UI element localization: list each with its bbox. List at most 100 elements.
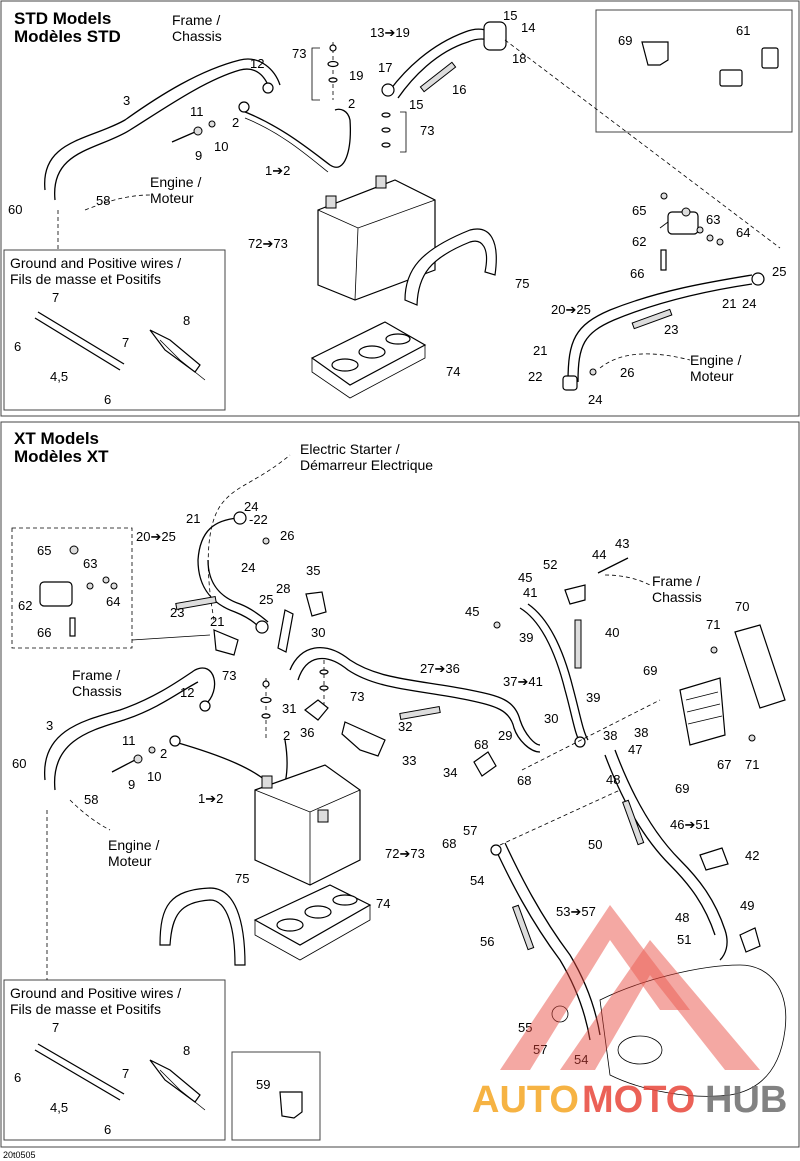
xt-title: XT Models [14, 429, 99, 448]
std-bracket-73a [311, 47, 320, 101]
std-starter-cable-edge [577, 283, 753, 383]
watermark-logo: AUTO MOTO HUB [472, 905, 787, 1121]
std-callouts: 1➔2 2 2 3 9 10 11 12 13➔19 14 15 15 16 1… [8, 8, 786, 407]
xt-callouts: 1➔2 2 2 3 9 10 11 12 20➔25 21 21 -22 23 … [12, 499, 759, 1137]
xt-cable-46-51 [614, 749, 728, 961]
xt-ground-wire-edge [37, 1043, 125, 1095]
callout: 6 [14, 1070, 21, 1085]
std-battery-corner [354, 227, 359, 301]
callout: 3 [123, 93, 130, 108]
xt-washer-10 [133, 754, 143, 764]
callout: 64 [736, 225, 750, 240]
callout: 49 [740, 898, 754, 913]
callout: 64 [106, 594, 120, 609]
std-washer-a [327, 60, 339, 68]
callout: 46➔51 [670, 817, 710, 832]
std-engine-label-fr: Moteur [150, 190, 194, 206]
std-cable-eyelet [262, 82, 274, 94]
callout: 30 [311, 625, 325, 640]
xt-cable-53-57 [494, 847, 591, 1041]
callout: 7 [52, 290, 59, 305]
std-bolt-9 [171, 131, 196, 143]
callout: 73 [350, 689, 364, 704]
xt-cable-eyelet [199, 700, 211, 712]
xt-battery [254, 764, 361, 886]
callout: 51 [677, 932, 691, 947]
callout: 72➔73 [385, 846, 425, 861]
callout: 32 [398, 719, 412, 734]
callout: 2 [160, 746, 167, 761]
callout: 65 [632, 203, 646, 218]
std-solenoid-post [681, 207, 691, 217]
xt-starter-cable-edge [207, 559, 269, 623]
callout: 10 [147, 769, 161, 784]
xt-frame2-label-fr: Chassis [72, 683, 122, 699]
xt-frame-label-fr: Chassis [652, 589, 702, 605]
callout: 70 [735, 599, 749, 614]
xt-nut-64b [110, 582, 118, 590]
std-frame-label-fr: Chassis [172, 28, 222, 44]
xt-washer-11 [148, 746, 156, 754]
callout: 17 [378, 60, 392, 75]
std-tray-hole-c [385, 333, 411, 345]
callout: 71 [706, 617, 720, 632]
std-nut [329, 44, 337, 52]
xt-tray-hole-b [304, 905, 332, 919]
callout: 25 [772, 264, 786, 279]
xt-cable-37-41 [519, 607, 581, 743]
std-tray-hole-b [358, 345, 386, 359]
xt-ground-cable [44, 667, 216, 781]
callout: 7 [122, 335, 129, 350]
xt-fuse-block [679, 677, 726, 746]
xt-cover-33 [341, 721, 386, 757]
std-battery-terminal-neg [325, 195, 337, 209]
callout: 33 [402, 753, 416, 768]
callout: 60 [12, 756, 26, 771]
callout: 9 [195, 148, 202, 163]
std-frame-label: Frame / [172, 12, 220, 28]
std-solenoid-tab [659, 221, 669, 229]
callout: 14 [521, 20, 535, 35]
xt-starter-cable-top [197, 517, 239, 561]
xt-bracket-36 [304, 699, 329, 721]
std-nut-63 [696, 226, 704, 234]
callout: 54 [574, 1052, 588, 1067]
std-washer-c [381, 112, 391, 118]
callout: 20➔25 [551, 302, 591, 317]
callout: 58 [96, 193, 110, 208]
callout: 27➔36 [420, 661, 460, 676]
callout: 30 [544, 711, 558, 726]
callout: 65 [37, 543, 51, 558]
xt-frame-label: Frame / [652, 573, 700, 589]
xt-cable-37-41-edge [527, 603, 589, 741]
std-engine2-label: Engine / [690, 352, 741, 368]
xt-crimp-tool [149, 1059, 201, 1103]
xt-cable-end [169, 735, 181, 747]
xt-starter-motor [599, 964, 787, 1097]
xt-sleeve-23 [175, 595, 217, 611]
callout: 39 [586, 690, 600, 705]
callout: 62 [632, 234, 646, 249]
callout: 75 [515, 276, 529, 291]
std-ground-label-fr: Fils de masse et Positifs [10, 271, 161, 287]
xt-terminal-24b [255, 620, 269, 634]
xt-starter-end [617, 1035, 663, 1065]
std-terminal-boot-14 [483, 21, 507, 51]
xt-ground-box [3, 979, 226, 1141]
std-dashed-link [504, 39, 781, 249]
callout: 19 [349, 68, 363, 83]
xt-bolt-66 [69, 617, 76, 637]
std-sleeve-16 [419, 61, 457, 93]
std-connector-61b [761, 47, 779, 69]
std-battery-strap [404, 228, 497, 306]
callout: 13➔19 [370, 25, 410, 40]
std-battery [317, 179, 436, 301]
std-sleeve-23 [631, 308, 673, 330]
xt-dashed-link [521, 699, 661, 771]
std-bolt-66 [660, 249, 667, 271]
xt-frame-arrow [604, 574, 651, 586]
callout: 50 [588, 837, 602, 852]
callout: 39 [519, 630, 533, 645]
std-cable-end [238, 101, 250, 113]
